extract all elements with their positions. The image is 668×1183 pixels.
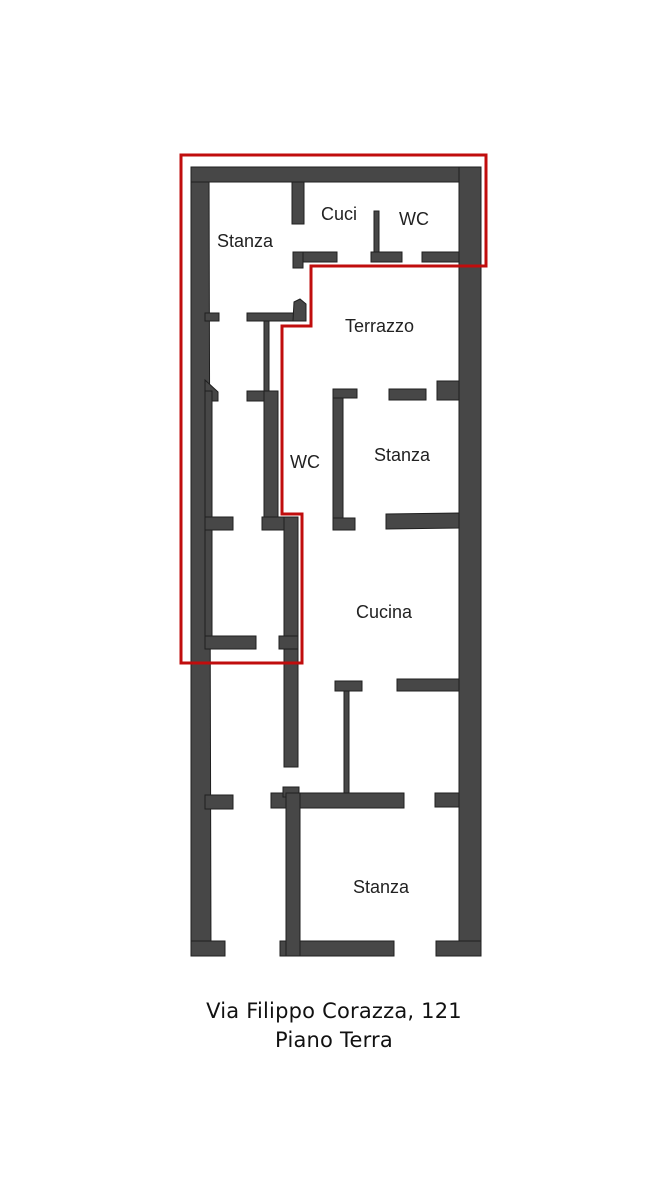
room-labels: Stanza Cuci WC Terrazzo WC Stanza Cucina…: [217, 204, 431, 897]
wall-corridor-post: [263, 320, 270, 392]
room-label-stanza-mid: Stanza: [374, 445, 431, 465]
wall-outer-bottom-mid: [279, 940, 395, 957]
wall-stanza-bottom-left: [285, 792, 301, 957]
wall-left-cross-1: [204, 516, 234, 531]
wall-lower-right-stub: [434, 792, 460, 808]
wall-wc-partition: [373, 210, 380, 256]
room-label-wc-mid: WC: [290, 452, 320, 472]
wall-lower-left-stub: [204, 794, 234, 810]
wall-cucina-post: [343, 690, 350, 796]
floor-caption: Piano Terra: [275, 1028, 393, 1052]
walls: [190, 166, 482, 957]
wall-cuci-stub: [292, 251, 304, 269]
wall-stanza-left: [332, 388, 344, 531]
wall-outer-right: [458, 166, 482, 957]
wall-stanza-top-stub: [332, 388, 358, 399]
wall-stanza-bottom-right: [385, 512, 460, 530]
address-caption: Via Filippo Corazza, 121: [206, 999, 462, 1023]
wall-wc-left: [263, 390, 279, 521]
wall-outer-bottom-left: [190, 940, 226, 957]
wall-stanza-cuci: [291, 181, 305, 225]
wall-wc-bottom-right: [421, 251, 460, 263]
wall-stanza-top-mid: [388, 388, 427, 401]
wall-left-bottom-cross: [204, 635, 257, 650]
highlight-outline: [179, 153, 488, 665]
wall-corridor-stub-left: [204, 312, 220, 322]
room-label-terrazzo: Terrazzo: [345, 316, 414, 336]
room-label-stanza-top: Stanza: [217, 231, 274, 251]
wall-corridor-corner: [292, 298, 307, 322]
wall-cucina-bottom-right: [396, 678, 460, 692]
wall-left-bottom-stub: [278, 635, 299, 650]
room-label-cucina: Cucina: [356, 602, 413, 622]
room-label-cuci: Cuci: [321, 204, 357, 224]
wall-outer-top: [190, 166, 482, 183]
room-label-wc-top: WC: [399, 209, 429, 229]
wall-cucina-bottom-left: [334, 680, 363, 692]
wall-stanza-bottom-stub: [332, 517, 356, 531]
wall-outer-bottom-right: [435, 940, 482, 957]
room-label-stanza-bottom: Stanza: [353, 877, 410, 897]
wall-wc-bottom-left: [370, 251, 403, 263]
wall-stanza-top-right: [436, 380, 460, 401]
wall-lower-cross: [270, 792, 405, 809]
